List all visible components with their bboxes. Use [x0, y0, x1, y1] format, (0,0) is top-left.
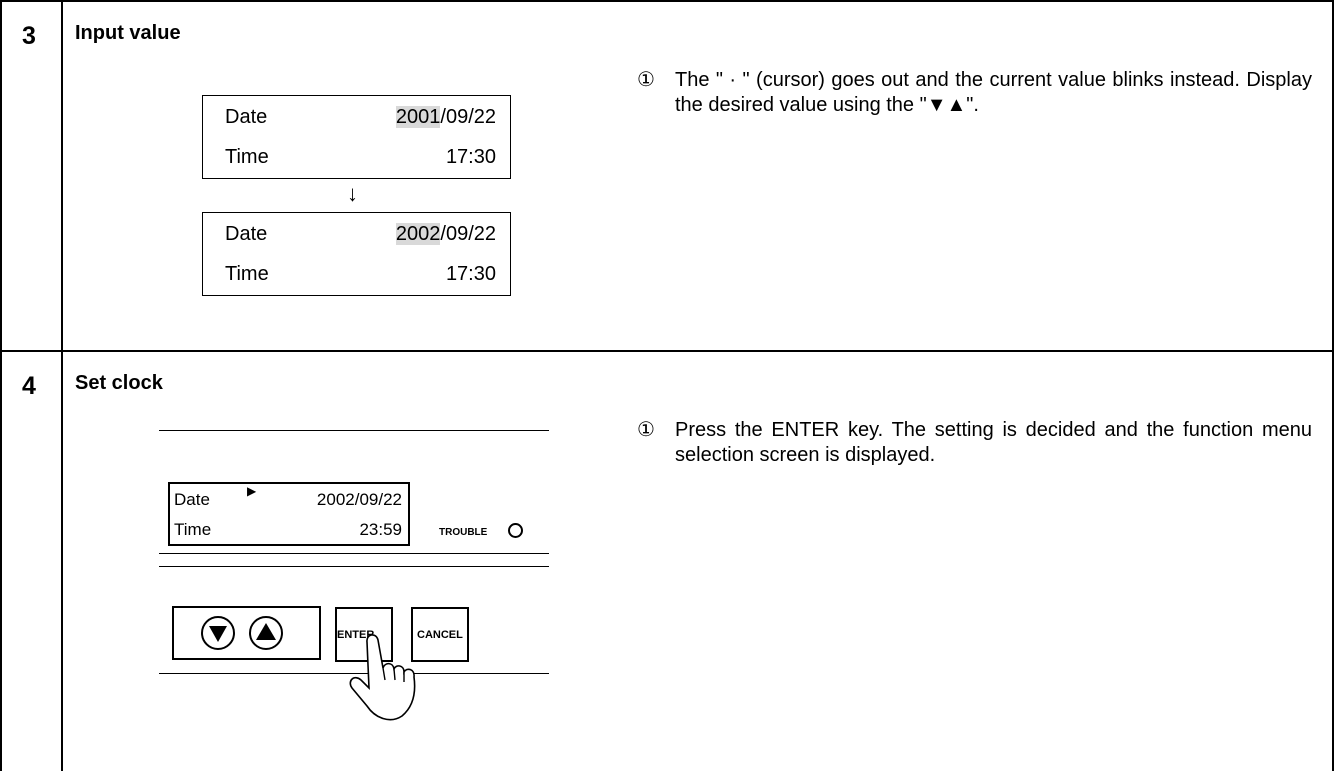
- step-description: ① The " · " (cursor) goes out and the cu…: [637, 68, 1312, 148]
- panel-line: [159, 566, 549, 567]
- step-number: 4: [22, 372, 36, 400]
- panel-line: [159, 553, 549, 554]
- trouble-led-icon: [508, 523, 523, 538]
- table-border-left: [0, 0, 2, 771]
- table-border-top: [0, 0, 1334, 2]
- date-label: Date: [174, 490, 210, 509]
- trouble-label: TROUBLE: [439, 527, 488, 538]
- down-arrow-icon: ↓: [347, 181, 358, 206]
- panel-line: [159, 430, 549, 431]
- arrow-keys-group: [172, 606, 321, 660]
- list-marker: ①: [637, 69, 655, 91]
- date-rest: /09/22: [440, 223, 496, 245]
- up-triangle-icon: [256, 623, 276, 640]
- date-value: 2002/09/22: [316, 490, 402, 509]
- step-number: 3: [22, 22, 36, 50]
- description-text: The " · " (cursor) goes out and the curr…: [675, 69, 1312, 116]
- time-label: Time: [174, 520, 212, 539]
- step-title: Set clock: [75, 372, 163, 394]
- time-label: Time: [225, 146, 269, 168]
- time-value: 17:30: [445, 146, 496, 168]
- date-label: Date: [225, 106, 268, 128]
- panel-lcd-display: Date ▶ 2002/09/22 Time 23:59: [168, 482, 410, 546]
- lcd-display-after: Date 2002/09/22 Time 17:30: [202, 212, 511, 296]
- year-highlight: 2002: [395, 223, 441, 245]
- down-key-button[interactable]: [201, 616, 235, 650]
- up-key-button[interactable]: [249, 616, 283, 650]
- table-border-right: [1332, 0, 1334, 771]
- time-label: Time: [225, 263, 269, 285]
- step-title: Input value: [75, 22, 181, 44]
- description-text: Press the ENTER key. The setting is deci…: [675, 419, 1312, 466]
- time-value: 23:59: [359, 520, 402, 539]
- down-triangle-icon: [209, 626, 227, 642]
- cursor-icon: ▶: [247, 484, 257, 498]
- pointing-hand-icon: [349, 634, 416, 721]
- table-column-divider: [61, 0, 63, 771]
- date-value: 2002/09/22: [395, 213, 496, 255]
- step-description: ① Press the ENTER key. The setting is de…: [637, 418, 1312, 498]
- cancel-label: CANCEL: [417, 629, 463, 641]
- date-value: 2001/09/22: [395, 96, 496, 138]
- time-value: 17:30: [445, 263, 496, 285]
- list-marker: ①: [637, 419, 655, 441]
- date-label: Date: [225, 223, 268, 245]
- enter-label: ENTER: [337, 629, 375, 641]
- year-highlight: 2001: [395, 106, 441, 128]
- lcd-display-before: Date 2001/09/22 Time 17:30: [202, 95, 511, 179]
- panel-line: [159, 673, 549, 674]
- cancel-key-button[interactable]: CANCEL: [411, 607, 469, 662]
- enter-key-button[interactable]: ENTER: [335, 607, 393, 662]
- date-rest: /09/22: [440, 106, 496, 128]
- table-row-divider: [0, 350, 1334, 352]
